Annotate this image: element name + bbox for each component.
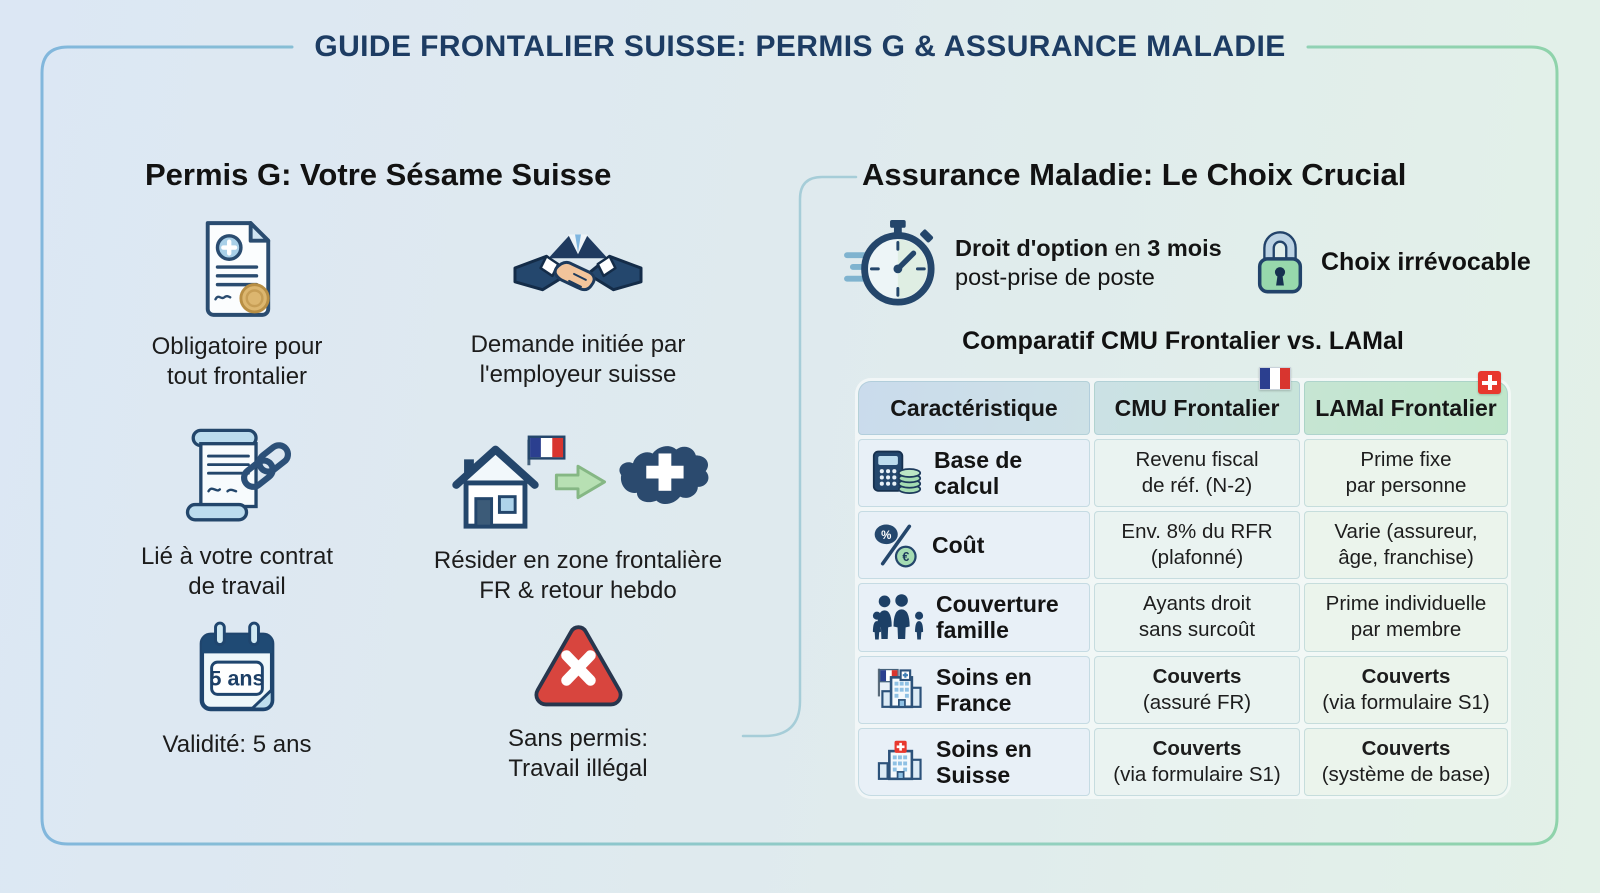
house-to-switzerland-icon <box>452 435 709 529</box>
section-divider-bracket <box>741 175 858 738</box>
table-cell: Couverts(système de base) <box>1304 727 1508 796</box>
table-cell: Couverts(via formulaire S1) <box>1304 655 1508 724</box>
header-label: CMU Frontalier <box>1114 394 1280 421</box>
percent-euro-icon: % € <box>874 524 917 568</box>
item-caption: Validité: 5 ans <box>163 730 312 760</box>
option-bold-1: Droit d'option <box>955 235 1109 261</box>
left-section-title: Permis G: Votre Sésame Suisse <box>145 157 612 192</box>
column-header-lamal: LAMal Frontalier <box>1304 371 1508 435</box>
caption-line: Travail illégal <box>508 755 648 782</box>
hospital-suisse-icon <box>877 741 922 781</box>
option-deadline-text: Droit d'option en 3 mois post-prise de p… <box>955 234 1222 292</box>
comparison-table: Caractéristique CMU Frontalier LAMal Fro… <box>855 367 1511 799</box>
caption-line: Lié à votre contrat <box>140 543 334 570</box>
caption-line: de travail <box>188 573 286 600</box>
svg-text:€: € <box>902 550 909 564</box>
table-title: Comparatif CMU Frontalier vs. LAMal <box>962 327 1404 355</box>
list-item: Demande initiée par l'employeur suisse <box>408 224 748 390</box>
list-item: Obligatoire pour tout frontalier <box>87 218 387 392</box>
lock-label: Choix irrévocable <box>1321 247 1531 276</box>
table-cell: Couverts(assuré FR) <box>1094 655 1300 724</box>
arrow-right-icon <box>554 464 606 500</box>
item-caption: Sans permis: Travail illégal <box>508 724 648 784</box>
calendar-badge-text: 5 ans <box>210 667 265 691</box>
house-icon <box>452 435 566 529</box>
padlock-icon <box>1257 231 1303 294</box>
caption-line: l'employeur suisse <box>479 361 677 388</box>
family-icon <box>872 594 924 640</box>
list-item: Sans permis: Travail illégal <box>408 622 748 784</box>
list-item: Résider en zone frontalière FR & retour … <box>408 424 748 606</box>
calendar-icon: 5 ans <box>199 621 275 712</box>
option-mid: en <box>1108 235 1148 261</box>
page-title: GUIDE FRONTALIER SUISSE: PERMIS G & ASSU… <box>314 30 1286 63</box>
option-line-2: post-prise de poste <box>955 264 1155 290</box>
caption-line: tout frontalier <box>166 363 308 390</box>
header-label: Caractéristique <box>890 394 1058 421</box>
item-caption: Obligatoire pour tout frontalier <box>152 332 323 392</box>
caption-line: Résider en zone frontalière <box>433 547 723 574</box>
column-header-cmu: CMU Frontalier <box>1094 367 1300 435</box>
svg-text:%: % <box>881 530 891 542</box>
item-caption: Résider en zone frontalière FR & retour … <box>434 546 722 606</box>
hospital-france-icon <box>877 668 922 709</box>
switzerland-map-icon <box>619 446 709 505</box>
table-row-label: % € Coût <box>858 511 1090 580</box>
caption-line: Validité: 5 ans <box>162 731 312 758</box>
switzerland-flag-icon <box>1478 371 1501 394</box>
caption-line: Obligatoire pour <box>151 333 323 360</box>
contract-chain-icon <box>185 428 292 522</box>
warning-triangle-icon <box>534 625 623 707</box>
calculator-coins-icon <box>872 450 922 495</box>
list-item: 5 ans Validité: 5 ans <box>87 618 387 760</box>
stopwatch-icon <box>844 219 935 306</box>
option-bold-2: 3 mois <box>1147 235 1222 261</box>
table-cell: Varie (assureur,âge, franchise) <box>1304 511 1508 580</box>
header-label: LAMal Frontalier <box>1315 394 1497 421</box>
list-item: Lié à votre contrat de travail <box>87 424 387 602</box>
table-cell: Couverts(via formulaire S1) <box>1094 727 1300 796</box>
handshake-icon <box>513 234 643 292</box>
option-deadline-info: Droit d'option en 3 mois post-prise de p… <box>843 218 1222 308</box>
item-caption: Demande initiée par l'employeur suisse <box>471 330 686 390</box>
option-line-1: Droit d'option en 3 mois <box>955 234 1222 263</box>
table-cell: Env. 8% du RFR(plafonné) <box>1094 511 1300 580</box>
column-header-caracteristique: Caractéristique <box>858 381 1090 435</box>
row-label: Coût <box>932 532 985 559</box>
item-caption: Lié à votre contrat de travail <box>141 542 333 602</box>
permit-document-icon <box>205 221 271 317</box>
france-flag-icon <box>1259 367 1291 390</box>
right-section-title: Assurance Maladie: Le Choix Crucial <box>862 157 1407 192</box>
caption-line: Demande initiée par <box>470 331 686 358</box>
caption-line: FR & retour hebdo <box>479 577 677 604</box>
irrevocable-choice-info: Choix irrévocable <box>1255 226 1531 298</box>
caption-line: Sans permis: <box>507 725 649 752</box>
